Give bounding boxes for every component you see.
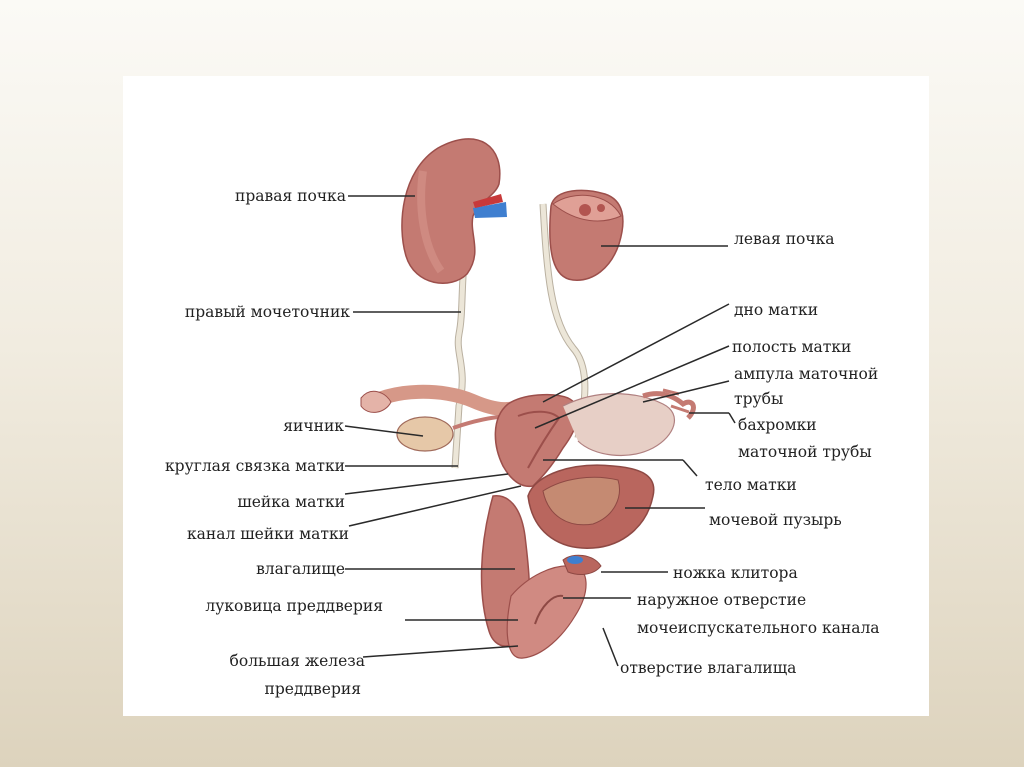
- leader-uterus-body-tick: [682, 459, 698, 477]
- label-cervical-canal: канал шейки матки: [186, 525, 349, 543]
- label-fimbriae-line2: маточной трубы: [738, 443, 872, 461]
- label-clitoris-crus: ножка клитора: [673, 564, 798, 582]
- leader-tube-ampulla: [642, 380, 730, 403]
- leader-lines: [344, 195, 736, 667]
- leader-ovary: [344, 425, 424, 437]
- label-greater-gland-line2: преддверия: [264, 680, 361, 698]
- slide-frame: правая почка левая почка правый мочеточн…: [123, 76, 929, 716]
- leader-greater-gland: [362, 645, 519, 658]
- leader-uterine-cavity: [534, 345, 730, 429]
- leader-cervical-canal: [348, 485, 522, 527]
- leader-uterus-fundus: [542, 303, 730, 403]
- label-vagina: влагалище: [256, 560, 345, 578]
- label-cervix: шейка матки: [237, 493, 345, 511]
- leader-vaginal-opening: [602, 627, 619, 667]
- label-bladder: мочевой пузырь: [709, 511, 842, 529]
- label-greater-gland-line1: большая железа: [229, 652, 365, 670]
- label-round-ligament: круглая связка матки: [164, 457, 345, 475]
- anatomy-illustration: [360, 138, 696, 659]
- label-right-kidney: правая почка: [234, 187, 346, 205]
- label-tube-ampulla-line2: трубы: [734, 390, 784, 408]
- label-vestibule-bulb: луковица преддверия: [205, 597, 383, 615]
- label-urethral-opening-line2: мочеиспускательного канала: [637, 619, 880, 637]
- label-ovary: яичник: [283, 417, 344, 435]
- label-uterine-cavity: полость матки: [732, 338, 852, 356]
- label-left-kidney: левая почка: [734, 230, 835, 248]
- label-uterus-body: тело матки: [705, 476, 797, 494]
- leader-cervix: [344, 473, 509, 495]
- label-right-ureter: правый мочеточник: [184, 303, 350, 321]
- label-tube-ampulla-line1: ампула маточной: [734, 365, 879, 383]
- right-ovary-drawing: [396, 416, 454, 452]
- label-urethral-opening-line1: наружное отверстие: [637, 591, 807, 609]
- label-uterus-fundus: дно матки: [734, 301, 819, 319]
- label-vaginal-opening: отверстие влагалища: [620, 659, 797, 677]
- leader-fimbriae-tick: [728, 412, 736, 424]
- vestibule-bulb-drawing: [506, 565, 587, 659]
- label-fimbriae-line1: бахромки: [738, 416, 817, 434]
